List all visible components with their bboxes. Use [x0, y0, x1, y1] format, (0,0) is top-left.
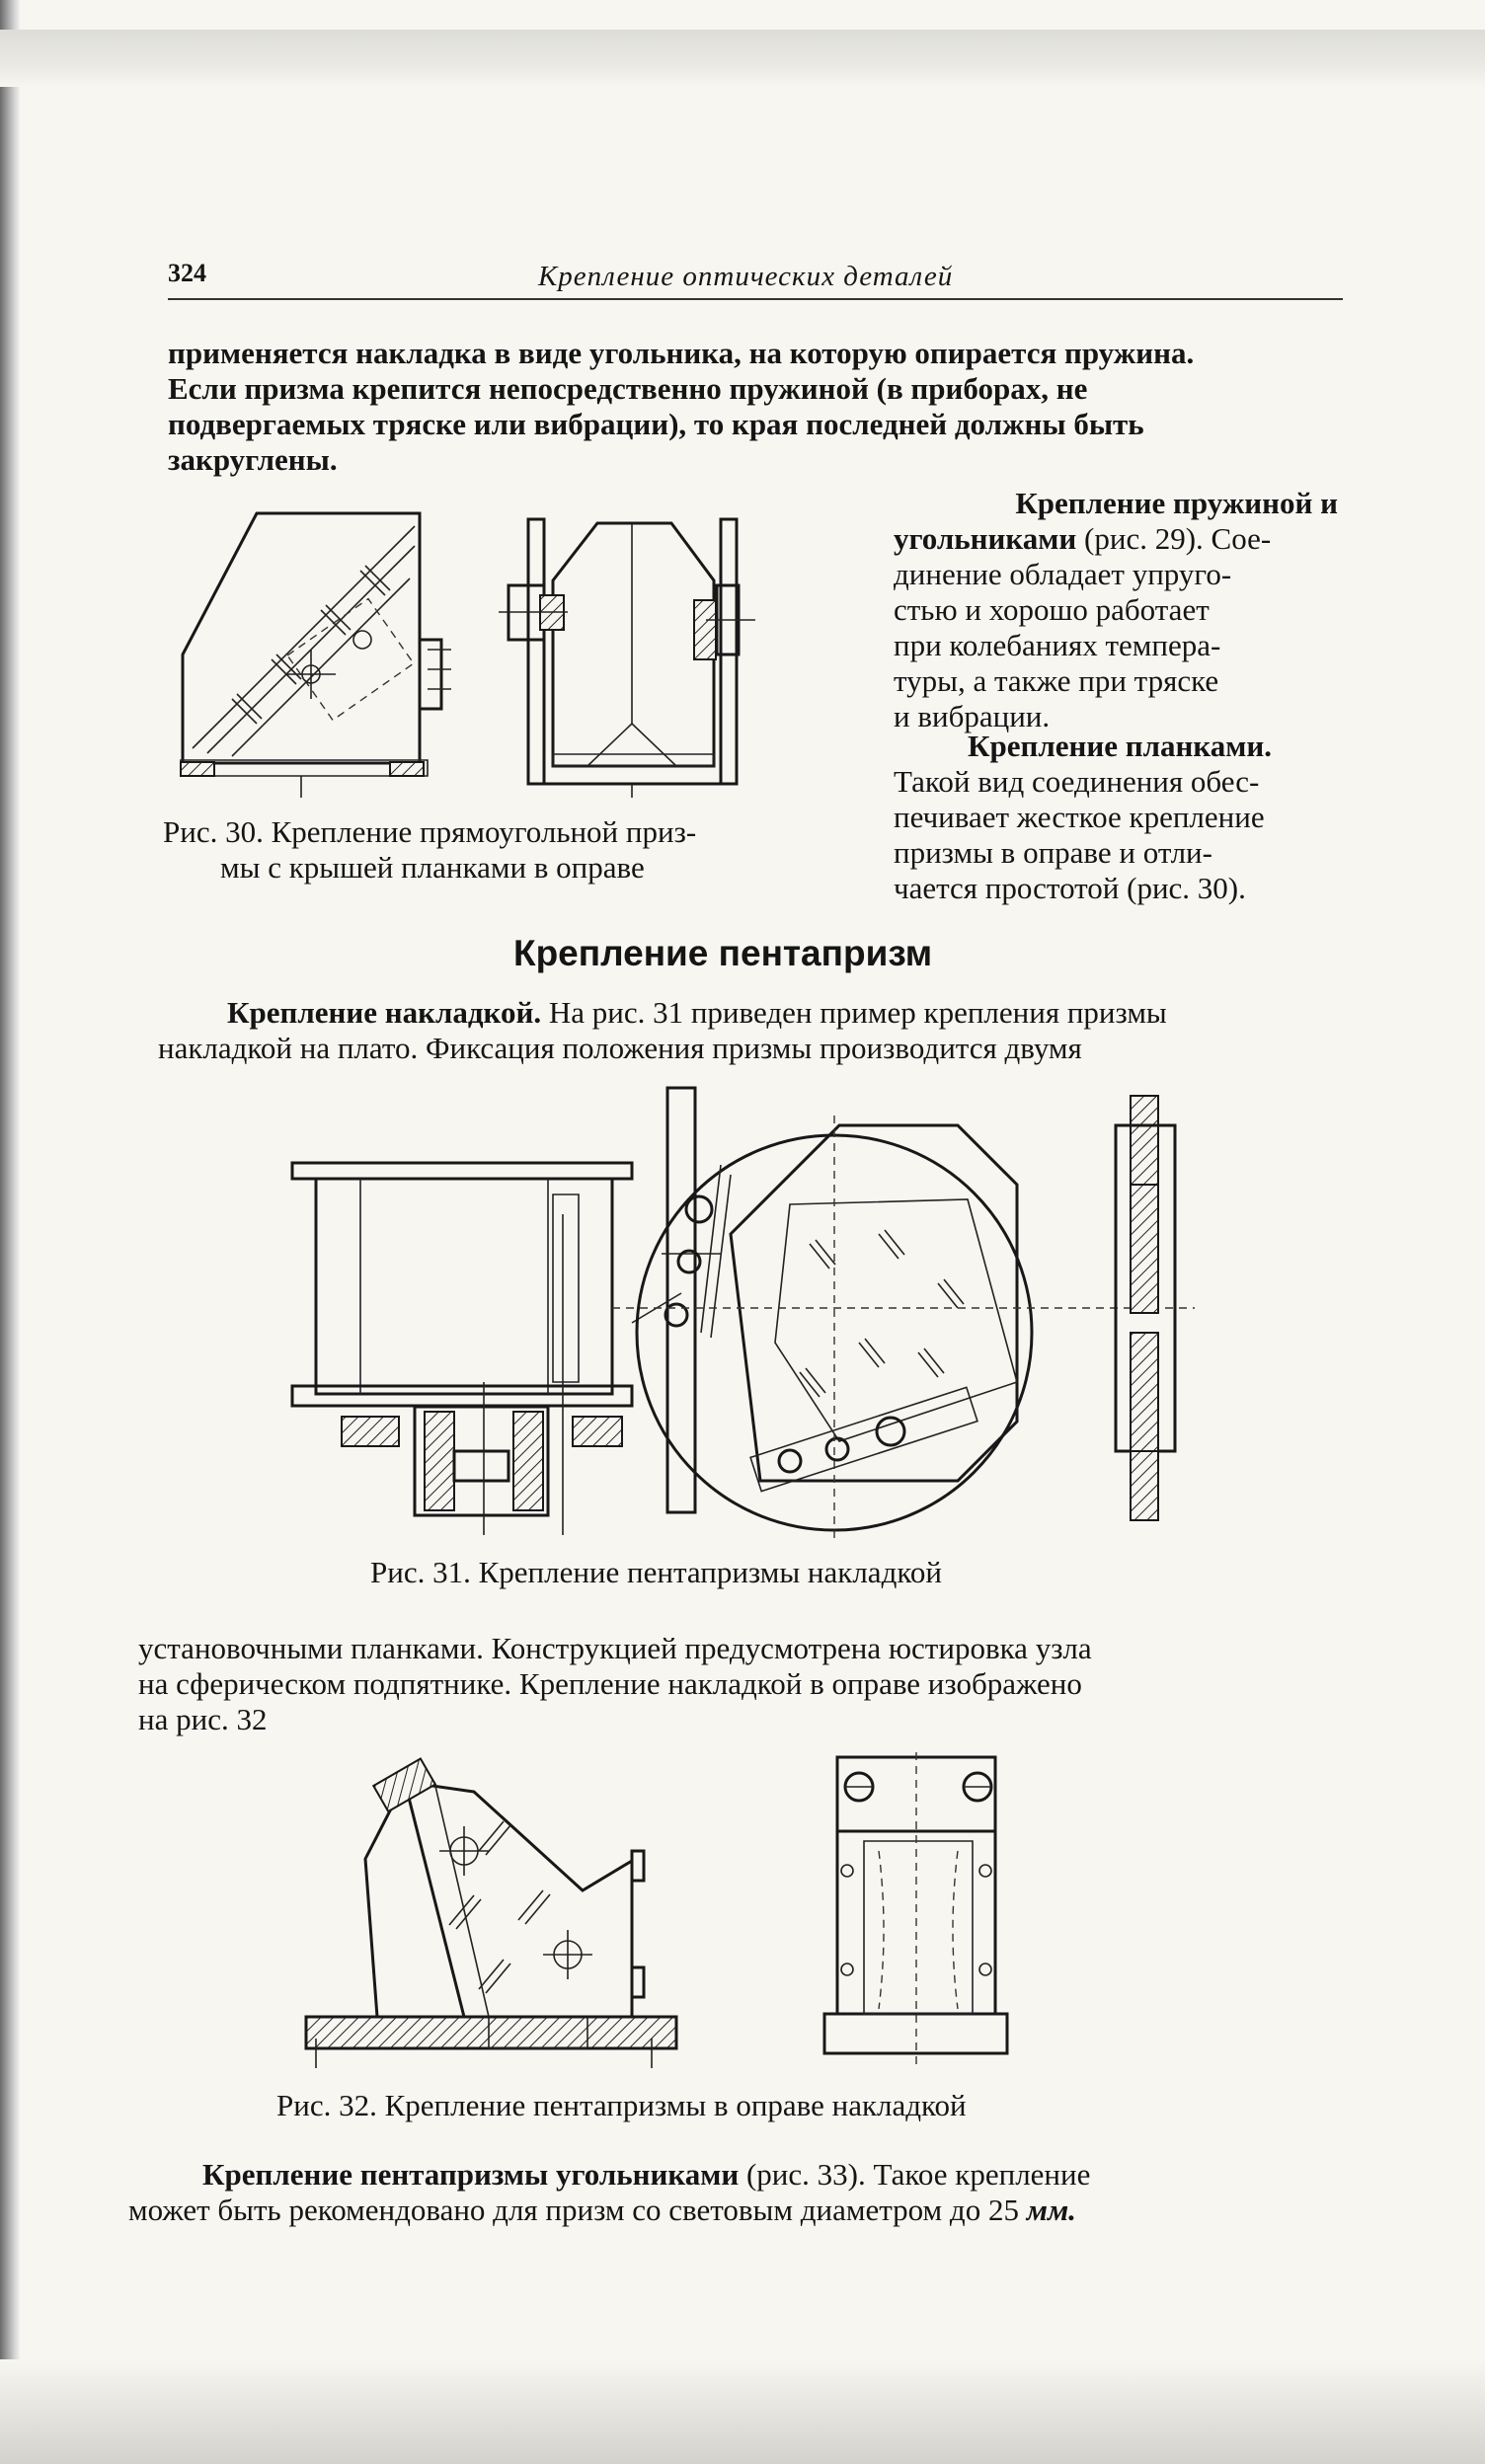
spring-paragraph: Крепление пружиной и угольниками (рис. 2… [894, 486, 1338, 734]
figure-31-caption: Рис. 31. Крепление пентапризмы накладкой [370, 1555, 942, 1589]
prism-outline-left [183, 513, 420, 763]
text-line: стью и хорошо работает [894, 592, 1210, 627]
paragraph-heading: угольниками [894, 521, 1077, 556]
paragraph-heading: Крепление пружиной и [1015, 486, 1338, 520]
text-line: чается простотой (рис. 30). [894, 871, 1246, 905]
running-head: 324 Крепление оптических деталей [168, 259, 1343, 300]
text-line: призмы в оправе и отли- [894, 835, 1212, 870]
paragraph-heading: Крепление пентапризмы угольниками [202, 2157, 740, 2192]
figure-32-drawing [296, 1752, 1165, 2078]
caption-line: мы с крышей планками в оправе [220, 850, 645, 885]
text-line: накладкой на плато. Фиксация положения п… [158, 1031, 1082, 1065]
angle-paragraph: Крепление пентапризмы угольниками (рис. … [128, 2157, 1313, 2228]
caption-line: Рис. 30. Крепление прямоугольной приз- [163, 814, 697, 849]
text-line: может быть рекомендовано для призм со св… [128, 2193, 1019, 2227]
text-line: туры, а также при тряске [894, 663, 1219, 698]
scan-edge-left [0, 0, 20, 2464]
figure-30-drawing [173, 501, 864, 808]
scan-edge-bottom [0, 2359, 1485, 2464]
intro-paragraph: применяется накладка в виде угольника, н… [168, 336, 1343, 478]
paragraph-heading: Крепление планками. [968, 729, 1272, 763]
text-line: на сферическом подпятнике. Крепление нак… [138, 1666, 1082, 1701]
text-line: печивает жесткое крепление [894, 800, 1265, 834]
scan-edge-top [0, 30, 1485, 87]
text-line: На рис. 31 приведен пример крепления при… [548, 995, 1167, 1030]
text-line: Если призма крепится непосредственно пру… [168, 371, 1088, 406]
overlay-paragraph: Крепление накладкой. На рис. 31 приведен… [158, 995, 1343, 1066]
figure-32-caption: Рис. 32. Крепление пентапризмы в оправе … [276, 2088, 967, 2122]
text-line: подвергаемых тряске или вибрации), то кр… [168, 407, 1144, 441]
text-line: Такой вид соединения обес- [894, 764, 1260, 799]
section-title: Крепление пентапризм [513, 933, 933, 973]
unit-text: мм. [1026, 2193, 1076, 2227]
paragraph-heading: Крепление накладкой. [227, 995, 542, 1030]
strips-paragraph: Крепление планками. Такой вид соединения… [894, 729, 1338, 906]
text-line: (рис. 29). Сое- [1084, 521, 1272, 556]
running-title: Крепление оптических деталей [538, 261, 954, 292]
page-number: 324 [168, 259, 206, 287]
text-line: установочными планками. Конструкцией пре… [138, 1631, 1092, 1665]
text-line: и вибрации. [894, 699, 1051, 733]
figure-31-drawing [286, 1086, 1195, 1540]
text-line: (рис. 33). Такое крепление [745, 2157, 1091, 2192]
figure-30-caption: Рис. 30. Крепление прямоугольной приз- м… [163, 814, 696, 886]
text-line: на рис. 32 [138, 1702, 268, 1736]
after-figure-31-paragraph: установочными планками. Конструкцией пре… [138, 1631, 1323, 1737]
text-line: применяется накладка в виде угольника, н… [168, 336, 1195, 370]
text-line: динение обладает упруго- [894, 557, 1232, 591]
text-line: при колебаниях темпера- [894, 628, 1221, 662]
text-line: закруглены. [168, 442, 338, 477]
